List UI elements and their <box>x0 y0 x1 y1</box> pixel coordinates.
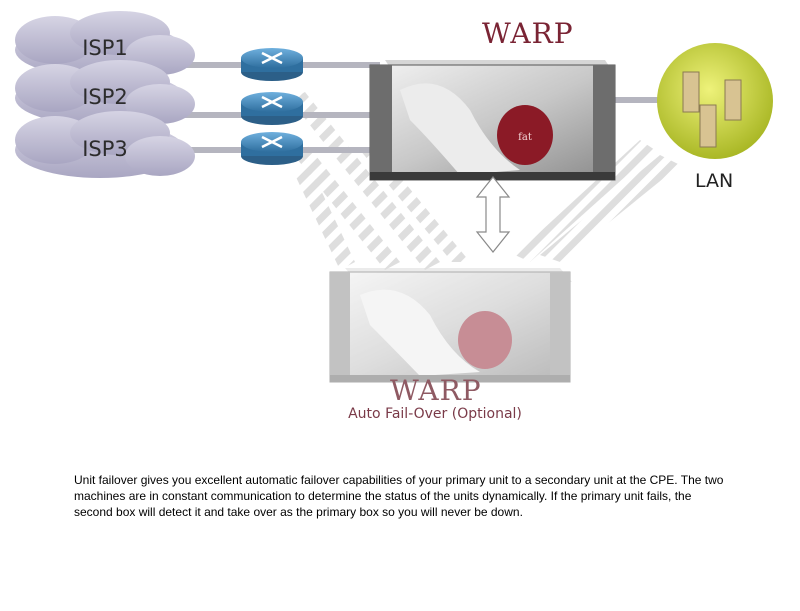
primary-unit-title: WARP <box>482 17 574 50</box>
cloud-isp1 <box>15 11 195 77</box>
lan-label: LAN <box>695 170 734 192</box>
secondary-unit-title: WARP <box>390 374 482 407</box>
lan-icon <box>657 43 773 159</box>
failover-links <box>290 92 680 270</box>
secondary-unit-subtitle: Auto Fail-Over (Optional) <box>348 406 522 422</box>
double-arrow-icon <box>475 176 511 253</box>
router-icon <box>241 132 303 165</box>
svg-text:fat: fat <box>518 132 532 143</box>
primary-warp-appliance: fat <box>369 60 616 181</box>
cloud-isp3 <box>15 111 195 178</box>
router-icon <box>241 48 303 81</box>
cloud-label-isp1: ISP1 <box>82 36 128 60</box>
secondary-warp-appliance <box>329 268 572 383</box>
cloud-label-isp3: ISP3 <box>82 137 128 161</box>
cloud-label-isp2: ISP2 <box>82 85 128 109</box>
description-text: Unit failover gives you excellent automa… <box>74 473 724 519</box>
router-icon <box>241 92 303 125</box>
